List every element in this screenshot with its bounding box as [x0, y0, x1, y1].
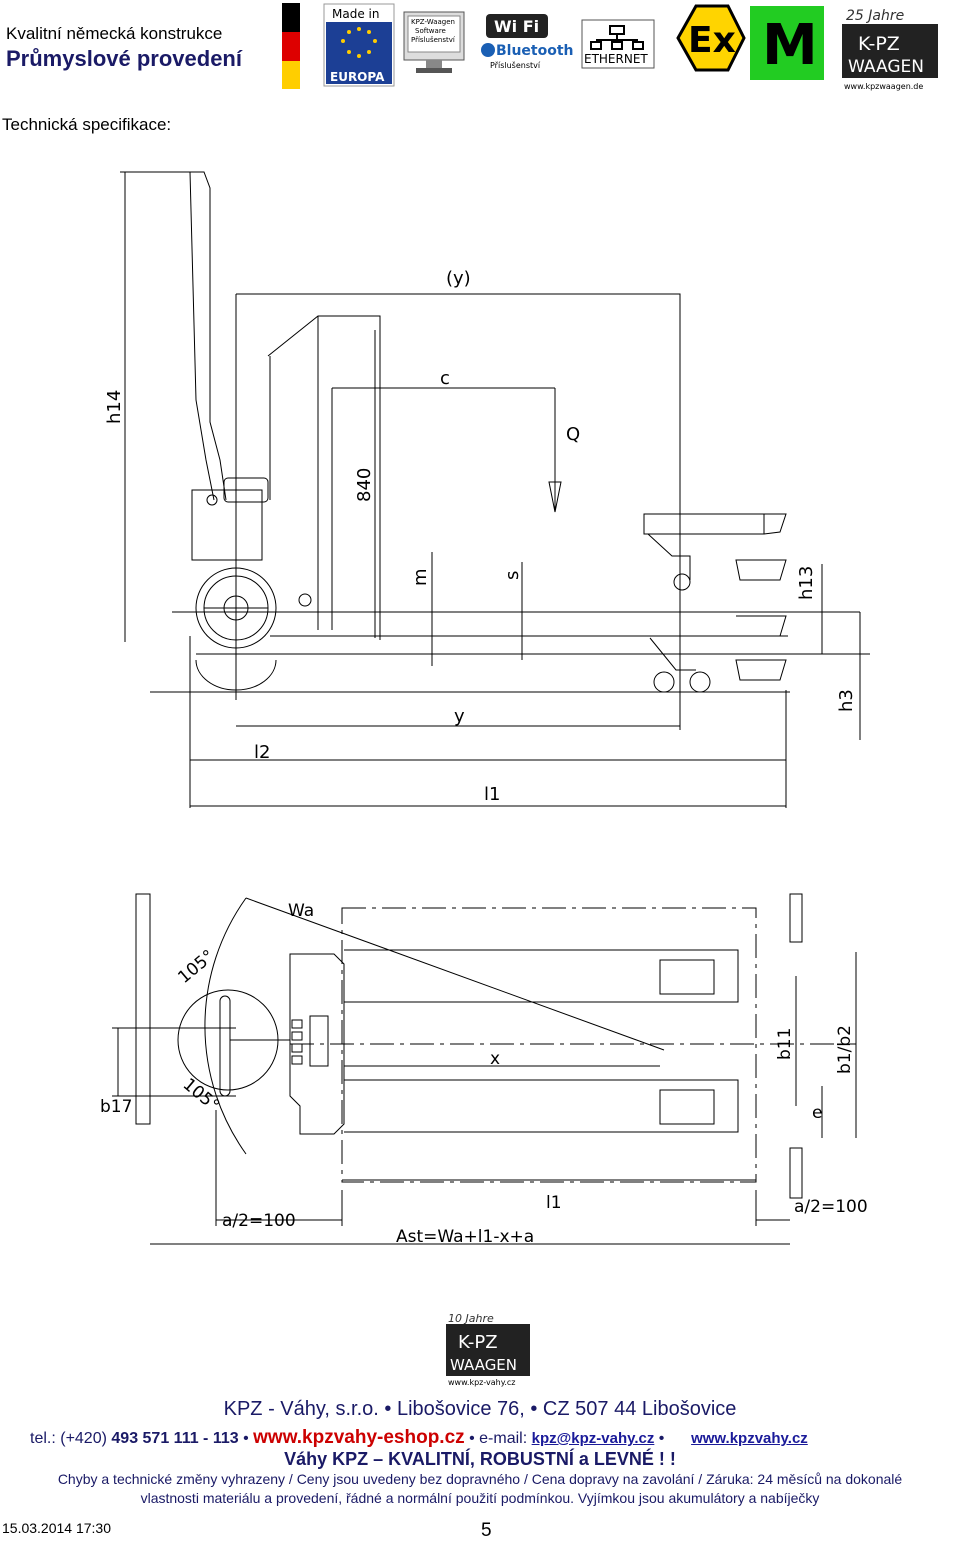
- svg-text:www.kpzwaagen.de: www.kpzwaagen.de: [844, 82, 923, 91]
- dim-b1b2: b1/b2: [835, 1025, 855, 1074]
- footer-slogan: Váhy KPZ – KVALITNÍ, ROBUSTNÍ a LEVNÉ ! …: [284, 1449, 676, 1469]
- tel-number: 493 571 111 - 113: [111, 1430, 239, 1447]
- footer-company-address: KPZ - Váhy, s.r.o. • Libošovice 76, • CZ…: [223, 1398, 737, 1420]
- dim-l2: l2: [254, 742, 270, 763]
- svg-text:ETHERNET: ETHERNET: [584, 52, 648, 66]
- dim-l1-top: l1: [546, 1193, 562, 1213]
- dim-c: c: [440, 368, 450, 389]
- ethernet-logo: ETHERNET: [581, 19, 655, 69]
- dim-840: 840: [354, 468, 375, 502]
- svg-text:Příslušenství: Příslušenství: [411, 36, 456, 44]
- dim-angle-1: 105°: [174, 946, 218, 988]
- svg-text:KPZ-Waagen: KPZ-Waagen: [411, 18, 455, 26]
- svg-text:25 Jahre: 25 Jahre: [846, 8, 904, 24]
- svg-text:Ex: Ex: [688, 20, 736, 61]
- svg-text:www.kpz-vahy.cz: www.kpz-vahy.cz: [448, 1378, 515, 1387]
- svg-text:Bluetooth: Bluetooth: [496, 43, 574, 59]
- wifi-bluetooth-logo: Wi Fi Bluetooth Příslušenství: [481, 14, 574, 70]
- dim-h13: h13: [796, 566, 817, 600]
- dim-b17: b17: [100, 1097, 132, 1117]
- svg-text:M: M: [762, 13, 818, 78]
- dim-h14: h14: [104, 390, 125, 424]
- svg-text:Software: Software: [415, 27, 446, 35]
- side-view-drawing: (y) c Q h14 840 m s h13 h3 y l2 l1: [104, 171, 870, 808]
- dim-wa: Wa: [288, 901, 314, 921]
- svg-text:WAAGEN: WAAGEN: [450, 1356, 517, 1374]
- made-in-text: Made in: [332, 7, 379, 21]
- made-in-europa-logo: Made in EUROPA: [323, 3, 395, 87]
- dim-y-paren: (y): [446, 268, 471, 289]
- footer-date: 15.03.2014 17:30: [2, 1520, 111, 1536]
- web-link[interactable]: www.kpzvahy.cz: [691, 1430, 808, 1447]
- email-label: e-mail:: [479, 1430, 528, 1447]
- svg-text:Příslušenství: Příslušenství: [490, 60, 541, 70]
- svg-text:WAAGEN: WAAGEN: [848, 57, 924, 77]
- page-number: 5: [481, 1520, 492, 1541]
- header-title: Průmyslové provedení: [6, 46, 242, 71]
- dim-ast: Ast=Wa+l1-x+a: [396, 1227, 534, 1247]
- footer-disclaimer-1: Chyby a technické změny vyhrazeny / Ceny…: [57, 1471, 903, 1487]
- kpz-waagen-logo: 25 Jahre K-PZ WAAGEN www.kpzwaagen.de: [842, 8, 938, 91]
- footer-disclaimer-2: vlastnosti materiálu a provedení, řádné …: [140, 1490, 820, 1506]
- ex-atex-logo: Ex: [676, 4, 746, 72]
- spec-title: Technická specifikace:: [2, 115, 172, 134]
- footer-kpz-logo: 10 Jahre K-PZ WAAGEN www.kpz-vahy.cz: [446, 1312, 530, 1387]
- dim-angle-2: 105°: [179, 1075, 223, 1117]
- kpz-software-logo: KPZ-Waagen Software Příslušenství: [403, 11, 465, 73]
- europa-text: EUROPA: [330, 70, 385, 84]
- dim-e: e: [812, 1103, 822, 1123]
- bullet-icon: •: [658, 1430, 687, 1447]
- dim-q: Q: [566, 424, 580, 445]
- dim-y: y: [454, 706, 465, 727]
- dim-b11: b11: [775, 1028, 795, 1060]
- footer-contact: tel.: (+420) 493 571 111 - 113 • www.kpz…: [30, 1427, 808, 1449]
- dim-a2-right: a/2=100: [794, 1197, 868, 1217]
- dim-h3: h3: [836, 689, 857, 712]
- m-logo: M: [750, 6, 824, 80]
- header-tagline: Kvalitní německá konstrukce: [6, 24, 223, 43]
- bluetooth-icon: [481, 43, 495, 57]
- dim-s: s: [502, 571, 523, 580]
- bullet-icon: •: [243, 1430, 254, 1447]
- email-link[interactable]: kpz@kpz-vahy.cz: [531, 1430, 655, 1447]
- dim-a2-left: a/2=100: [222, 1211, 296, 1231]
- eshop-link[interactable]: www.kpzvahy-eshop.cz: [253, 1427, 465, 1448]
- header-logos: Made in EUROPA KPZ-Waagen Software Přísl…: [282, 3, 938, 91]
- tel-prefix: tel.: (+420): [30, 1430, 107, 1447]
- dim-l1: l1: [484, 784, 500, 805]
- bullet-icon: •: [469, 1430, 480, 1447]
- dim-m: m: [410, 568, 431, 586]
- svg-text:K-PZ: K-PZ: [858, 33, 900, 55]
- dim-x: x: [490, 1049, 500, 1069]
- svg-text:10 Jahre: 10 Jahre: [448, 1312, 494, 1325]
- wifi-icon: Wi Fi: [494, 17, 539, 36]
- top-view-drawing: Wa 105° 105° x b11 b1/b2 e b17 l1 a/2=10…: [100, 893, 868, 1247]
- svg-text:K-PZ: K-PZ: [458, 1332, 498, 1353]
- german-flag-icon: [282, 3, 300, 89]
